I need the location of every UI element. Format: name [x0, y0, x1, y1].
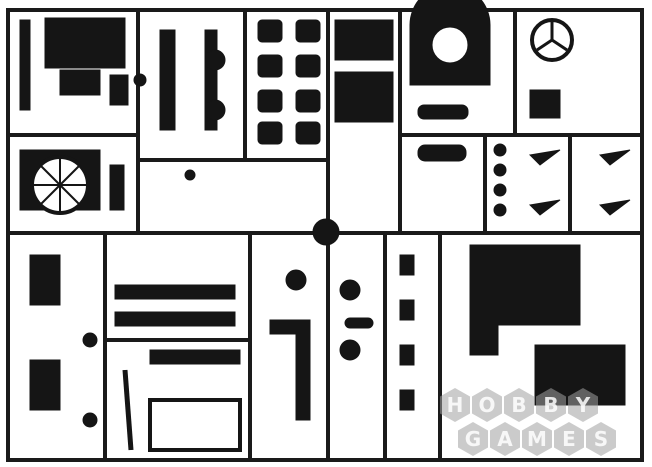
- watermark-letter: S: [586, 422, 616, 456]
- watermark-letter: B: [536, 388, 566, 422]
- watermark-letter: G: [458, 422, 488, 456]
- watermark-letter: B: [504, 388, 534, 422]
- kit-parts: [19, 0, 631, 452]
- watermark-line-1: H O B B Y: [440, 388, 598, 422]
- watermark-letter: Y: [568, 388, 598, 422]
- watermark-letter: M: [522, 422, 552, 456]
- watermark-letter: H: [440, 388, 470, 422]
- watermark-line-2: G A M E S: [458, 422, 616, 456]
- watermark-letter: O: [472, 388, 502, 422]
- watermark-letter: E: [554, 422, 584, 456]
- watermark-letter: A: [490, 422, 520, 456]
